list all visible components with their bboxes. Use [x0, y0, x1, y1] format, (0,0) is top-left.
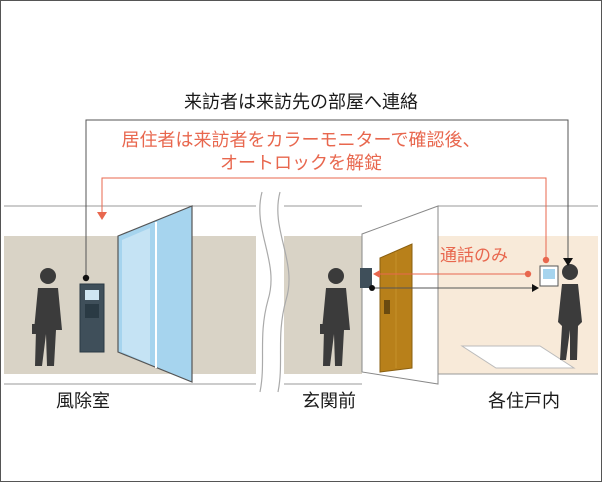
visitor-figure-entrance [320, 268, 350, 366]
flow-line-unlock [101, 177, 547, 258]
unit-step [460, 345, 576, 369]
autolock-keypad [85, 304, 99, 318]
flow-text-unlock-line1: 居住者は来訪者をカラーモニターで確認後、 [121, 130, 481, 151]
flow-arrow-vestibule [97, 212, 107, 220]
flow-dot-monitor [542, 256, 550, 264]
flow-dot-call-return [524, 270, 532, 278]
place-label-unit: 各住戸内 [488, 391, 560, 412]
entrance-wall [284, 236, 362, 374]
flow-dot-panel [82, 274, 90, 282]
visitor-figure-vestibule [32, 268, 62, 366]
flow-arrow-monitor [563, 258, 573, 266]
autolock-screen [85, 290, 99, 300]
flow-text-call: 来訪者は来訪先の部屋へ連絡 [184, 92, 418, 113]
place-label-entrance: 玄関前 [302, 391, 356, 412]
flow-text-unlock-line2: オートロックを解錠 [220, 153, 382, 174]
gap-edge-right [277, 191, 290, 393]
door-handle [384, 300, 390, 314]
flow-arrow-door [373, 270, 380, 278]
flow-arrow-call-monitor [532, 284, 539, 292]
color-monitor-screen [543, 269, 555, 279]
resident-figure [558, 264, 582, 360]
gap-edge-left [259, 191, 272, 393]
place-label-vestibule: 風除室 [56, 391, 110, 412]
flow-line-call [85, 119, 569, 278]
door-intercom-icon [360, 268, 372, 288]
glass-reflection [122, 228, 150, 364]
call-only-label: 通話のみ [440, 246, 508, 266]
flow-dot-door [369, 285, 375, 291]
